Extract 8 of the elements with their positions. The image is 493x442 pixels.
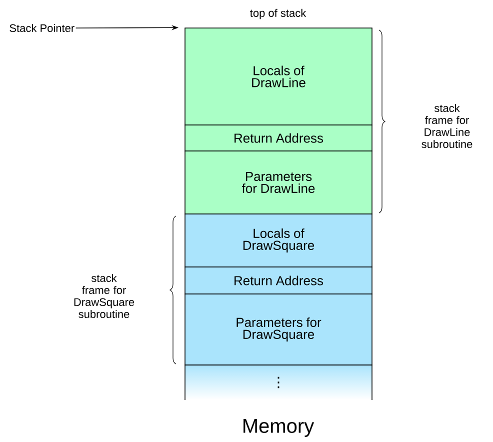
bracket-label: stack frame for DrawLine subroutine bbox=[422, 104, 472, 148]
bracket-label: stack frame for DrawSquare subroutine bbox=[74, 274, 134, 318]
pointer-label: Stack Pointer bbox=[10, 24, 74, 32]
caption: Memory bbox=[244, 419, 314, 437]
stack-cell: Return Address bbox=[184, 266, 372, 294]
continuation-cell: ⋮ bbox=[184, 364, 372, 400]
stack-cell: Return Address bbox=[184, 124, 372, 152]
stack-cell: Locals of DrawSquare bbox=[184, 214, 372, 268]
